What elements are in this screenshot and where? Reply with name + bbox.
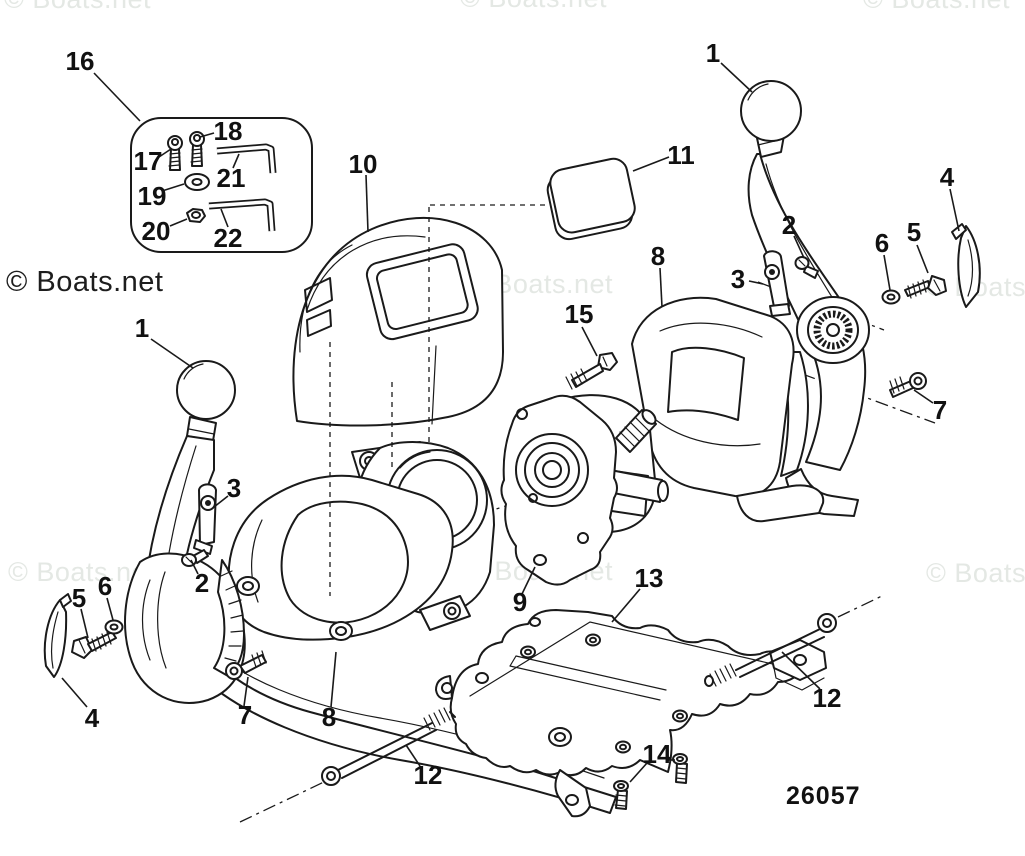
washer-6-port xyxy=(104,619,124,635)
trim-4-starboard xyxy=(951,223,981,308)
screw-18 xyxy=(189,131,205,167)
callout-7-port: 7 xyxy=(237,700,253,730)
latch-plate-starboard xyxy=(763,250,791,317)
washer-19 xyxy=(184,173,210,191)
bolt-7-port xyxy=(225,650,267,680)
long-bolt-12-starboard xyxy=(704,613,837,687)
callout-12-port: 12 xyxy=(413,760,443,790)
bolt-5-starboard xyxy=(904,275,947,299)
watermark-top-center: © Boats.net xyxy=(460,0,607,14)
callout-7-starboard: 7 xyxy=(932,395,948,425)
callout-10: 10 xyxy=(348,149,378,179)
callout-14: 14 xyxy=(642,739,672,769)
callout-19: 19 xyxy=(137,181,167,211)
watermark-top-left: © Boats.net xyxy=(4,0,151,15)
bolt-7-starboard xyxy=(889,372,927,398)
bolt-15 xyxy=(565,352,618,390)
knob-starboard xyxy=(740,80,802,142)
diagram-number: 26057 xyxy=(786,782,861,810)
callout-18: 18 xyxy=(213,116,243,146)
callout-leaders xyxy=(61,62,960,783)
callout-8-starboard: 8 xyxy=(650,241,666,271)
screw-17 xyxy=(167,135,183,171)
handle-hub-starboard xyxy=(796,296,870,364)
callout-5-port: 5 xyxy=(71,583,87,613)
watermark-low-left: © Boats.net xyxy=(8,557,155,587)
watermark-low-right: © Boats.net xyxy=(926,558,1025,588)
callout-5-starboard: 5 xyxy=(906,217,922,247)
callout-4-starboard: 4 xyxy=(939,162,955,192)
callout-9: 9 xyxy=(512,587,528,617)
callout-8-port: 8 xyxy=(321,702,337,732)
callout-21: 21 xyxy=(216,163,246,193)
housing-half-starboard xyxy=(631,296,825,523)
callout-17: 17 xyxy=(133,146,163,176)
callout-6-starboard: 6 xyxy=(874,228,890,258)
allen-wrench-22 xyxy=(208,198,276,232)
watermark-dark: © Boats.net xyxy=(6,266,164,298)
trim-4-port xyxy=(43,593,72,678)
allen-wrench-21 xyxy=(216,143,277,174)
cover-pad xyxy=(546,157,636,241)
callout-11: 11 xyxy=(667,140,695,170)
callout-2-port: 2 xyxy=(194,568,210,598)
callout-22: 22 xyxy=(213,223,243,253)
screw-2-starboard xyxy=(794,256,819,279)
long-bolt-12-port xyxy=(321,707,456,786)
callout-12-starboard: 12 xyxy=(812,683,842,713)
callout-2-starboard: 2 xyxy=(781,210,797,240)
drop-guides xyxy=(329,204,551,596)
screw-14-right xyxy=(672,753,688,784)
washer-6-starboard xyxy=(881,289,901,305)
callout-4-port: 4 xyxy=(84,703,100,733)
bolt-5-port xyxy=(71,631,117,659)
callout-13: 13 xyxy=(634,563,664,593)
callout-20: 20 xyxy=(141,216,171,246)
knob-port xyxy=(176,360,236,420)
screw-14-left xyxy=(613,780,629,810)
watermark-top-right: © Boats.net xyxy=(863,0,1010,15)
latch-plate-port xyxy=(193,483,217,555)
control-handle-port xyxy=(124,360,246,704)
callout-15: 15 xyxy=(564,299,594,329)
control-cover xyxy=(292,216,504,427)
install-kit-box xyxy=(130,117,313,253)
callout-16: 16 xyxy=(65,46,95,76)
nut-20 xyxy=(186,208,206,223)
callout-3-port: 3 xyxy=(226,473,242,503)
control-handle-starboard xyxy=(740,80,870,517)
callout-6-port: 6 xyxy=(97,571,113,601)
mounting-bracket xyxy=(435,609,827,818)
callout-3-starboard: 3 xyxy=(730,264,746,294)
callout-1-port: 1 xyxy=(134,313,150,343)
callout-1-starboard: 1 xyxy=(705,38,721,68)
